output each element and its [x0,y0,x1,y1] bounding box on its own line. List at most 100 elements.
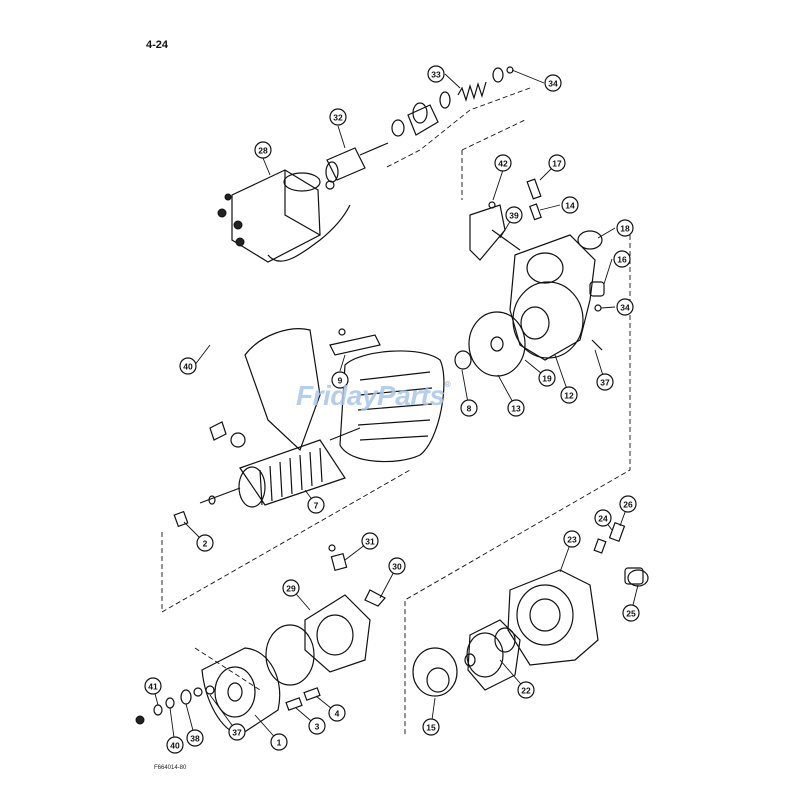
alignment-lines [161,87,631,735]
callout-31: 31 [361,532,379,550]
callout-number: 15 [426,723,436,733]
callout-number: 26 [623,500,633,510]
callout-bubble [616,219,634,237]
callout-bubble [560,386,578,404]
callout-bubble [282,579,300,597]
callout-bubble [548,154,566,172]
callout-32: 32 [329,108,347,126]
callout-bubble [596,373,614,391]
solenoid-assembly [217,169,351,263]
callout-23: 23 [563,530,581,548]
callout-number: 1 [277,738,282,748]
callout-25: 25 [622,604,640,622]
end-head [135,647,321,736]
callout-bubble [196,534,214,552]
callout-bubble [328,704,346,722]
watermark: FridayParts® [296,380,451,412]
callout-bubble [166,736,184,754]
callout-number: 14 [565,201,575,211]
callout-bubble [144,677,162,695]
drive-housing [454,230,605,377]
callout-bubble [422,718,440,736]
callout-37: 37 [228,723,246,741]
callout-30: 30 [388,557,406,575]
callout-number: 39 [509,211,519,221]
callout-number: 42 [498,159,508,169]
callout-number: 8 [467,404,472,414]
callout-number: 41 [148,682,158,692]
callout-2: 2 [196,534,214,552]
callout-26: 26 [619,495,637,513]
callout-19: 19 [538,369,556,387]
callout-number: 37 [232,728,242,738]
callout-40: 40 [179,357,197,375]
callout-number: 31 [365,537,375,547]
callout-number: 40 [170,741,180,751]
callout-1: 1 [270,733,288,751]
field-frame [244,328,445,463]
callout-bubble [613,250,631,268]
brush-plate [265,544,386,686]
callout-bubble [179,357,197,375]
callout-number: 30 [392,562,402,572]
callout-number: 28 [258,146,268,156]
plunger-parts [325,66,514,183]
callout-18: 18 [616,219,634,237]
callout-34: 34 [544,74,562,92]
callout-41: 41 [144,677,162,695]
callout-bubble [254,141,272,159]
callout-bubble [307,496,325,514]
callout-bubble [331,371,349,389]
callout-number: 25 [626,609,636,619]
callout-number: 4 [335,709,340,719]
drive-assembly [412,619,521,697]
registered-mark: ® [444,380,451,389]
watermark-text: FridayParts [296,380,445,411]
callout-bubble [329,108,347,126]
callout-number: 2 [203,539,208,549]
callout-bubble [507,399,525,417]
callout-number: 40 [183,362,193,372]
armature [173,421,361,528]
callout-bubble [561,196,579,214]
callout-8: 8 [460,399,478,417]
callout-bubble [622,604,640,622]
callout-number: 7 [314,501,319,511]
callout-number: 33 [431,70,441,80]
callout-42: 42 [494,154,512,172]
callout-40: 40 [166,736,184,754]
callout-bubble [270,733,288,751]
callout-number: 34 [620,303,630,313]
shift-lever-parts [469,178,542,261]
callout-number: 19 [542,374,552,384]
page-number: 4-24 [146,39,169,51]
callout-bubble [619,495,637,513]
callout-34: 34 [616,298,634,316]
callout-bubble [361,532,379,550]
callout-33: 33 [427,65,445,83]
callout-29: 29 [282,579,300,597]
callout-bubble [616,298,634,316]
callout-number: 17 [552,159,562,169]
callout-bubble [563,530,581,548]
callout-24: 24 [594,509,612,527]
callout-number: 18 [620,224,630,234]
callout-bubble [594,509,612,527]
callout-bubble [538,369,556,387]
callout-number: 22 [521,686,531,696]
callout-number: 23 [567,535,577,545]
callout-7: 7 [307,496,325,514]
callout-bubble [494,154,512,172]
callout-bubble [186,729,204,747]
callout-number: 16 [617,255,627,265]
callout-37: 37 [596,373,614,391]
callout-number: 24 [598,514,608,524]
callout-number: 12 [564,391,574,401]
callout-17: 17 [548,154,566,172]
callout-3: 3 [308,717,326,735]
callout-38: 38 [186,729,204,747]
callout-16: 16 [613,250,631,268]
callout-12: 12 [560,386,578,404]
